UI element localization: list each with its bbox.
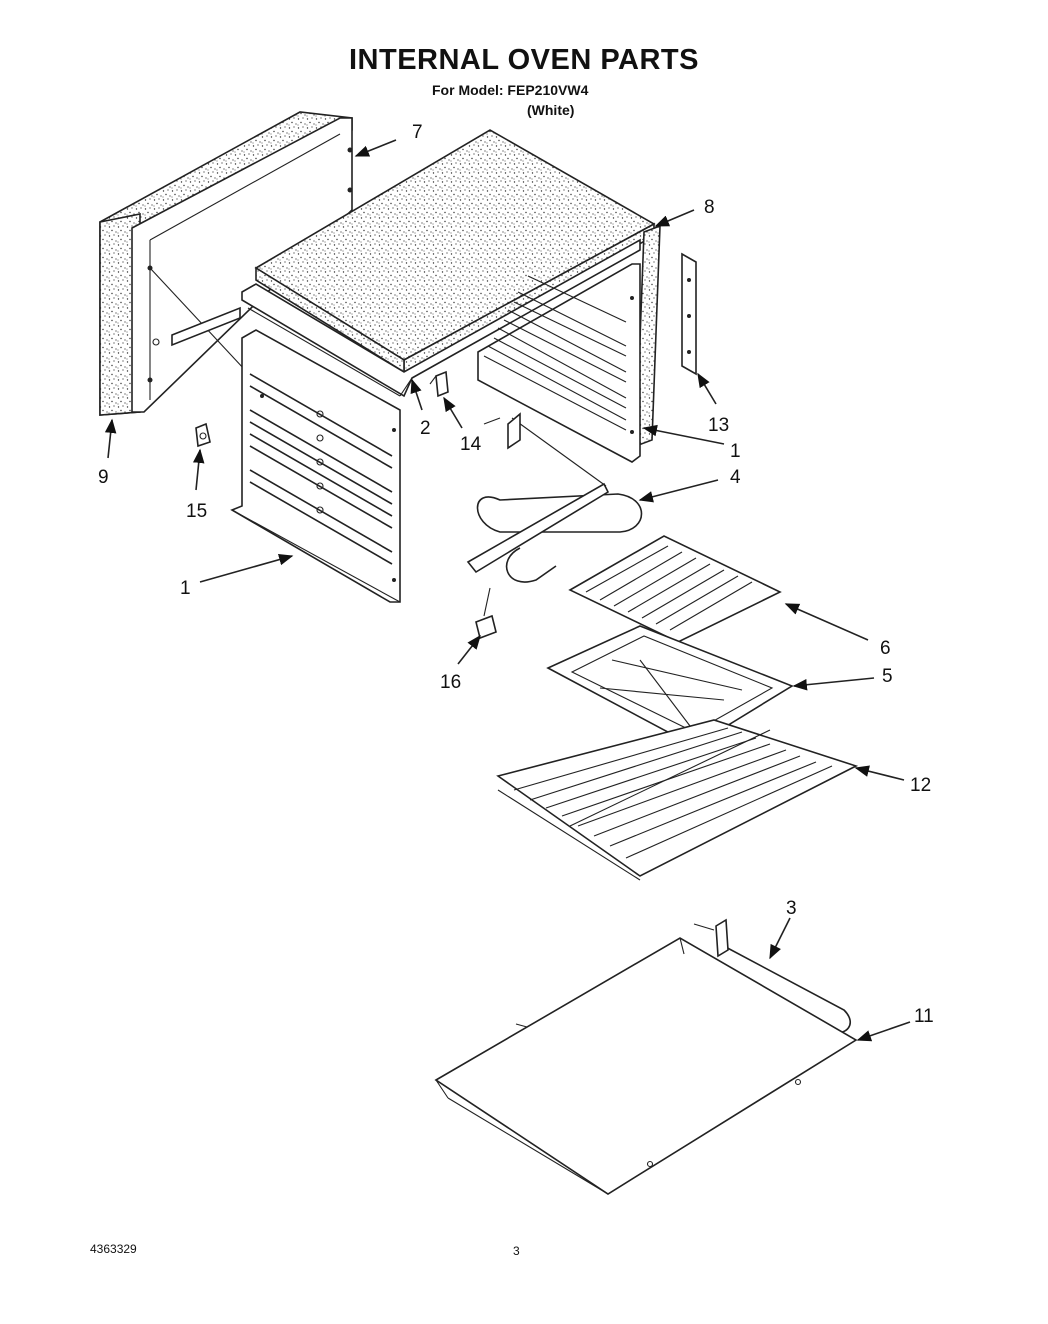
document-number: 4363329 [90,1242,137,1256]
part-2-liner-top [241,238,641,398]
callout-13: 13 [708,415,729,436]
callout-16: 16 [440,672,461,693]
part-13-side-strip [681,252,697,376]
callout-8: 8 [704,197,715,218]
model-line: For Model: FEP210VW4 [432,82,589,98]
leader-lines [104,139,911,1042]
part-12-oven-rack [496,719,859,881]
part-4-bake-element [466,412,643,617]
callout-14: 14 [460,434,482,455]
callout-7: 7 [412,122,423,143]
part-5-broil-pan [546,625,794,747]
part-1-liner-left [230,329,401,603]
page-number: 3 [513,1244,520,1258]
part-15-bracket [195,422,211,448]
callout-12: 12 [910,775,931,796]
callout-15: 15 [186,501,207,522]
part-16-terminal [475,614,497,640]
callout-6: 6 [880,638,891,659]
callout-3: 3 [786,898,797,919]
color-line: (White) [527,102,575,118]
callout-4: 4 [730,467,741,488]
callout-1-right: 1 [730,441,741,462]
callout-11: 11 [914,1006,934,1027]
page-title: INTERNAL OVEN PARTS [348,44,699,76]
part-6-broil-grid [568,535,782,643]
callout-2: 2 [420,418,431,439]
callout-9: 9 [98,467,109,488]
callout-1-left: 1 [180,578,191,599]
part-14-clip [429,370,449,398]
part-7-back-panel [131,117,353,413]
part-11-bottom-tray [434,937,858,1195]
callout-5: 5 [882,666,893,687]
part-1-liner-right [477,263,641,463]
callout-labels: 7 8 9 15 2 14 1 13 1 4 6 16 5 12 3 11 [98,122,934,1027]
